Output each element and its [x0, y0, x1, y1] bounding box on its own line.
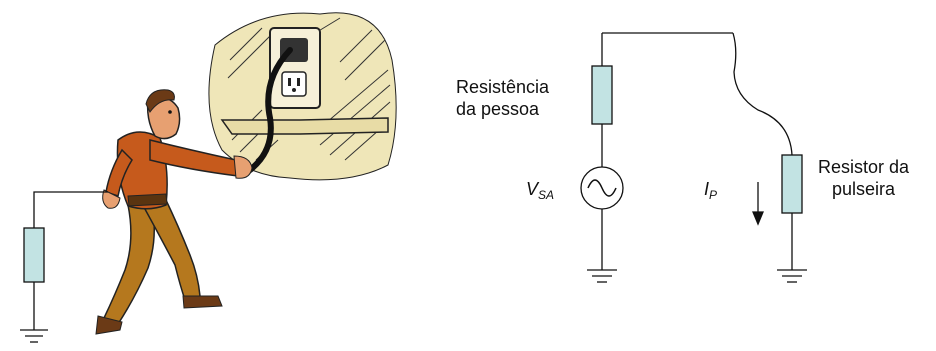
left-strap-circuit [20, 191, 108, 343]
equivalent-circuit [580, 32, 807, 283]
ac-source-icon [580, 166, 624, 210]
person-pulling-plug-icon [95, 89, 253, 335]
person-back-arm [105, 148, 133, 197]
person-resistor [591, 65, 613, 125]
person-head [146, 96, 181, 140]
ground-icon [20, 329, 48, 343]
left-resistor [23, 227, 45, 283]
wrist-resistor [781, 154, 803, 214]
wrist-resistor-label-line1: Resistor da [818, 157, 910, 177]
ground-icon [587, 269, 617, 283]
wall-scene [208, 12, 397, 181]
source-voltage-label: VSA [526, 178, 554, 206]
current-subscript: P [709, 188, 718, 202]
current-symbol: I [704, 179, 710, 199]
current-label: IP [704, 178, 717, 206]
person-resistance-label-line1: Resistência [456, 77, 550, 97]
person-resistance-label: Resistência da pessoa [456, 76, 549, 120]
wall-outlet-icon [269, 27, 321, 109]
baseboard [220, 117, 389, 135]
wrist-resistor-label: Resistor da pulseira [818, 156, 909, 200]
person-resistance-label-line2: da pessoa [456, 99, 540, 119]
wrist-resistor-label-line2: pulseira [832, 179, 896, 199]
source-voltage-symbol: V [526, 179, 539, 199]
person-hair [145, 89, 175, 113]
current-arrow-icon [752, 182, 764, 226]
source-voltage-subscript: SA [538, 188, 555, 202]
person-back-leg [102, 204, 155, 325]
ground-icon [777, 269, 807, 283]
